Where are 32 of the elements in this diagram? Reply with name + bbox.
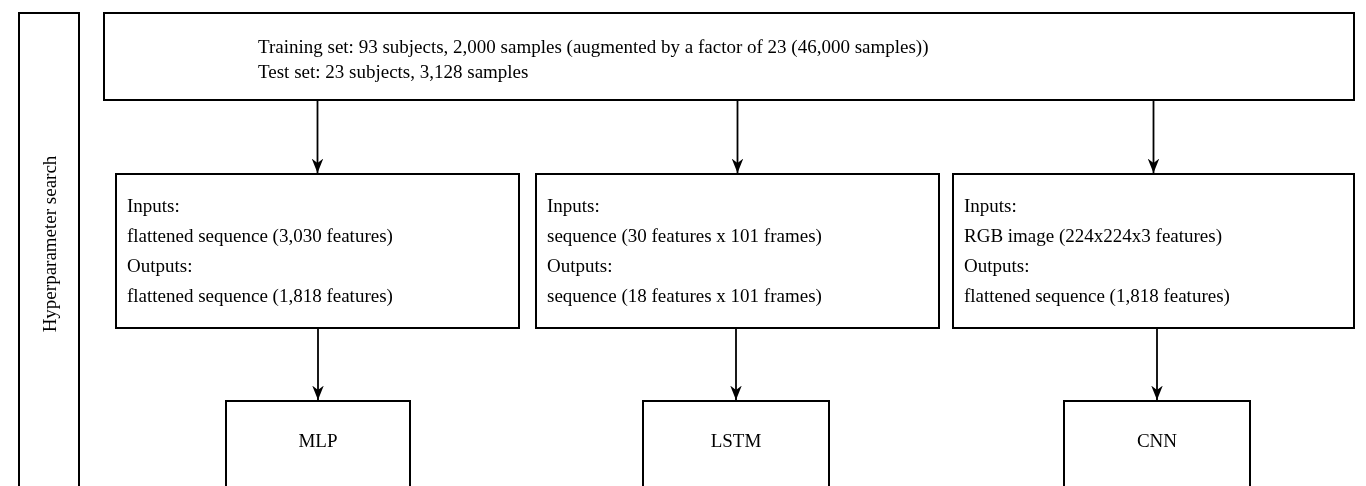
dataset-text: Training set: 93 subjects, 2,000 samples (augmented by a factor of 23 (46,000 samples))	[258, 35, 930, 59]
dataset-box	[103, 12, 1355, 101]
side-panel	[18, 12, 80, 486]
arrow	[311, 100, 324, 174]
model-box	[1063, 400, 1251, 486]
arrow	[730, 328, 742, 401]
model-label: MLP	[298, 429, 338, 453]
section-heading: Outputs:	[547, 254, 614, 278]
description-text: sequence (30 features x 101 frames)	[547, 224, 823, 248]
model-box	[642, 400, 830, 486]
description-text: RGB image (224x224x3 features)	[964, 224, 1224, 248]
arrow	[312, 328, 324, 401]
arrow	[1147, 100, 1160, 174]
model-label: LSTM	[710, 429, 762, 453]
description-text: flattened sequence (1,818 features)	[964, 284, 1231, 308]
description-text: flattened sequence (3,030 features)	[127, 224, 394, 248]
process-box	[952, 173, 1355, 329]
description-text: sequence (18 features x 101 frames)	[547, 284, 823, 308]
arrow	[1151, 328, 1163, 401]
section-heading: Inputs:	[964, 194, 1018, 218]
section-heading: Outputs:	[964, 254, 1031, 278]
section-heading: Inputs:	[127, 194, 181, 218]
model-box	[225, 400, 411, 486]
arrow	[731, 100, 744, 174]
process-box	[115, 173, 520, 329]
section-heading: Inputs:	[547, 194, 601, 218]
dataset-text: Test set: 23 subjects, 3,128 samples	[258, 60, 530, 84]
model-label: CNN	[1136, 429, 1178, 453]
vertical-label: Hyperparameter search	[37, 155, 61, 333]
section-heading: Outputs:	[127, 254, 194, 278]
description-text: flattened sequence (1,818 features)	[127, 284, 394, 308]
process-box	[535, 173, 940, 329]
